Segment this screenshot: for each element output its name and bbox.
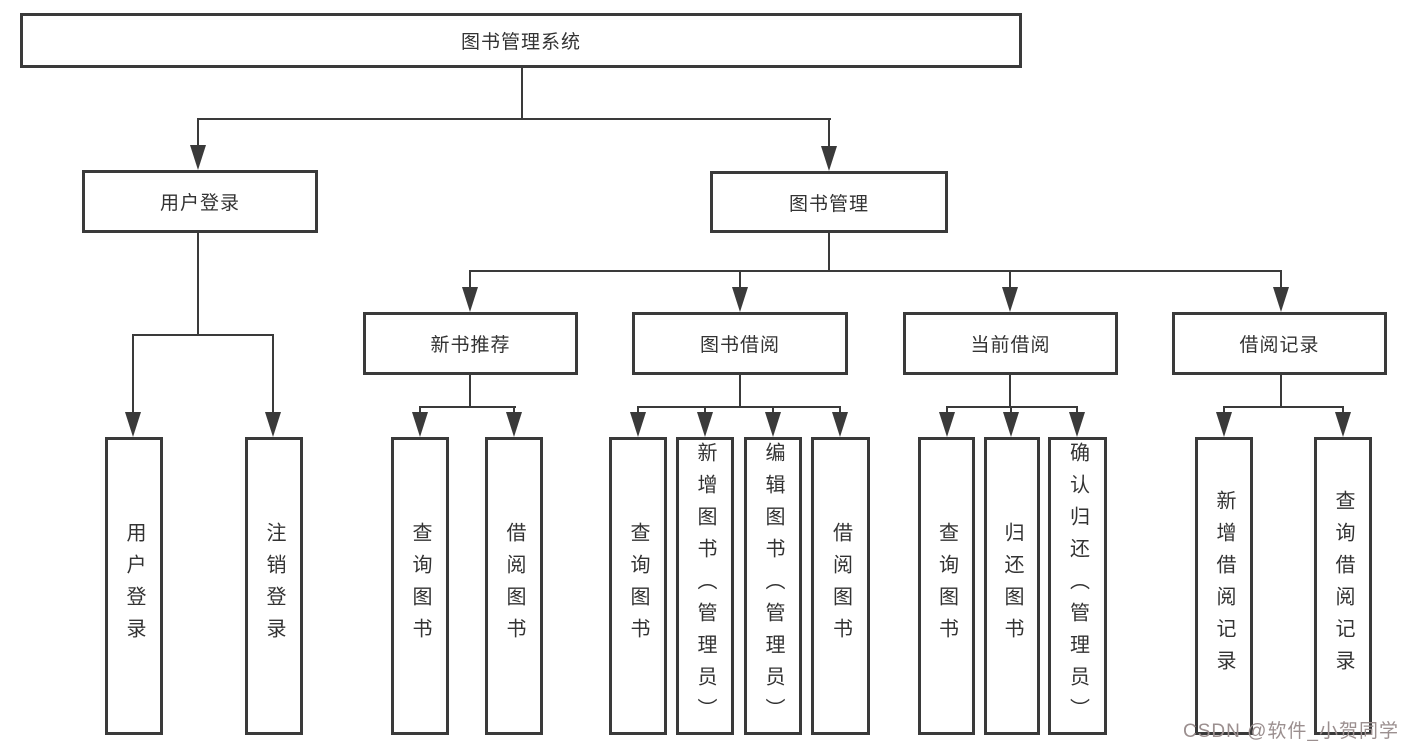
connector-line — [521, 68, 523, 118]
connector-line — [197, 233, 199, 336]
arrowhead-icon — [506, 412, 522, 437]
leaf-confirm-return-admin: 确认归还（管理员） — [1048, 437, 1107, 735]
connector-line — [1280, 375, 1282, 408]
leaf-user-login-label: 用户登录 — [123, 522, 145, 650]
node-user-login-label: 用户登录 — [159, 193, 240, 214]
leaf-borrow-books-recommend-label: 借阅图书 — [503, 522, 525, 650]
node-borrow-records: 借阅记录 — [1172, 312, 1387, 375]
node-new-book-recommend-label: 新书推荐 — [430, 335, 511, 356]
node-book-management-label: 图书管理 — [788, 193, 869, 215]
connector-line — [419, 406, 421, 414]
leaf-edit-books-admin-label: 编辑图书（管理员） — [762, 442, 784, 730]
arrowhead-icon — [939, 412, 955, 437]
leaf-borrow-books-label: 借阅图书 — [829, 522, 852, 650]
connector-line — [704, 406, 706, 414]
leaf-add-books-admin: 新增图书（管理员） — [676, 437, 734, 735]
arrowhead-icon — [630, 412, 646, 437]
node-book-management: 图书管理 — [710, 171, 948, 233]
node-book-borrow: 图书借阅 — [632, 312, 848, 375]
arrowhead-icon — [1069, 412, 1085, 437]
arrowhead-icon — [265, 412, 281, 437]
node-current-borrow-label: 当前借阅 — [970, 335, 1051, 356]
connector-line — [1009, 375, 1011, 408]
arrowhead-icon — [125, 412, 141, 437]
connector-line — [513, 406, 515, 414]
connector-line — [828, 233, 830, 272]
connector-line — [739, 375, 741, 408]
leaf-borrow-books-recommend: 借阅图书 — [485, 437, 543, 735]
arrowhead-icon — [821, 146, 837, 171]
node-user-login: 用户登录 — [82, 170, 318, 233]
connector-line — [1010, 406, 1012, 414]
leaf-logout: 注销登录 — [245, 437, 303, 735]
leaf-edit-books-admin: 编辑图书（管理员） — [744, 437, 802, 735]
leaf-query-books-recommend-label: 查询图书 — [409, 522, 431, 650]
connector-line — [946, 406, 948, 414]
connector-line — [132, 334, 274, 336]
leaf-query-books-current-label: 查询图书 — [935, 522, 958, 650]
connector-line — [1076, 406, 1078, 414]
connector-line — [1280, 270, 1282, 288]
arrowhead-icon — [1216, 412, 1232, 437]
csdn-watermark: CSDN @软件_小贺同学 — [1183, 721, 1399, 742]
arrowhead-icon — [462, 287, 478, 312]
leaf-query-borrow-record: 查询借阅记录 — [1314, 437, 1372, 735]
connector-line — [469, 375, 471, 408]
connector-line — [637, 406, 841, 408]
connector-line — [469, 270, 1282, 272]
leaf-query-books-borrow: 查询图书 — [609, 437, 667, 735]
connector-line — [197, 118, 199, 146]
leaf-add-books-admin-label: 新增图书（管理员） — [694, 442, 716, 730]
arrowhead-icon — [1273, 287, 1289, 312]
connector-line — [469, 270, 471, 288]
node-new-book-recommend: 新书推荐 — [363, 312, 578, 375]
leaf-logout-label: 注销登录 — [263, 522, 285, 650]
node-borrow-records-label: 借阅记录 — [1239, 335, 1320, 356]
arrowhead-icon — [765, 412, 781, 437]
leaf-return-books: 归还图书 — [984, 437, 1040, 735]
leaf-return-books-label: 归还图书 — [1001, 522, 1023, 650]
connector-line — [772, 406, 774, 414]
leaf-borrow-books: 借阅图书 — [811, 437, 870, 735]
arrowhead-icon — [190, 145, 206, 170]
leaf-query-borrow-record-label: 查询借阅记录 — [1332, 490, 1354, 682]
leaf-user-login: 用户登录 — [105, 437, 163, 735]
connector-line — [828, 118, 830, 147]
connector-line — [197, 118, 831, 120]
leaf-confirm-return-admin-label: 确认归还（管理员） — [1066, 442, 1089, 730]
connector-line — [132, 334, 134, 413]
arrowhead-icon — [832, 412, 848, 437]
leaf-query-books-borrow-label: 查询图书 — [627, 522, 649, 650]
arrowhead-icon — [412, 412, 428, 437]
leaf-query-books-current: 查询图书 — [918, 437, 975, 735]
connector-line — [637, 406, 639, 414]
leaf-query-books-recommend: 查询图书 — [391, 437, 449, 735]
root-node: 图书管理系统 — [20, 13, 1022, 68]
arrowhead-icon — [1003, 412, 1019, 437]
arrowhead-icon — [1002, 287, 1018, 312]
connector-line — [272, 334, 274, 413]
arrowhead-icon — [1335, 412, 1351, 437]
connector-line — [1342, 406, 1344, 414]
root-node-label: 图书管理系统 — [460, 32, 581, 53]
connector-line — [739, 270, 741, 288]
connector-line — [839, 406, 841, 414]
arrowhead-icon — [697, 412, 713, 437]
node-book-borrow-label: 图书借阅 — [699, 335, 780, 356]
connector-line — [419, 406, 516, 408]
node-current-borrow: 当前借阅 — [903, 312, 1118, 375]
connector-line — [1223, 406, 1344, 408]
connector-line — [1223, 406, 1225, 414]
leaf-add-borrow-record-label: 新增借阅记录 — [1213, 490, 1235, 682]
leaf-add-borrow-record: 新增借阅记录 — [1195, 437, 1253, 735]
connector-line — [1009, 270, 1011, 288]
arrowhead-icon — [732, 287, 748, 312]
